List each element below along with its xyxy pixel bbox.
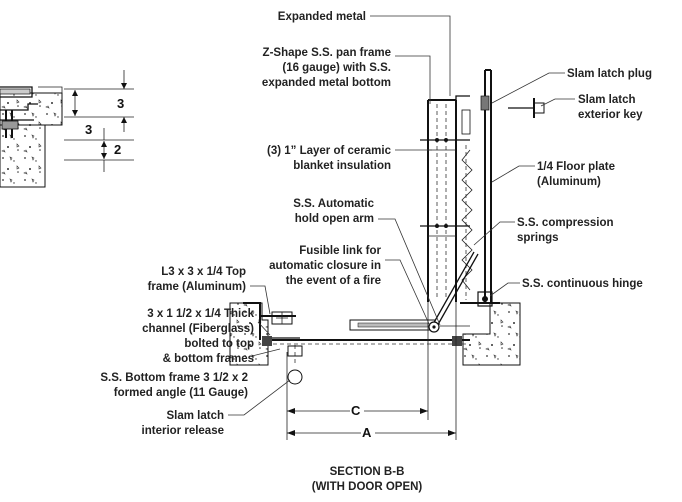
left-detail: [0, 86, 63, 188]
left-concrete: [229, 302, 269, 366]
right-concrete: [462, 302, 521, 366]
caption-line2: (WITH DOOR OPEN): [312, 481, 423, 493]
label-fusible-3: the event of a fire: [286, 275, 381, 287]
label-channel-4: & bottom frames: [163, 353, 254, 365]
interior-bar: [349, 319, 436, 331]
label-expanded-metal: Expanded metal: [278, 11, 366, 23]
caption-line1: SECTION B-B: [330, 466, 405, 478]
slam-latch-key: [508, 98, 545, 118]
label-zpan-3: expanded metal bottom: [262, 77, 391, 89]
label-arm-2: hold open arm: [295, 213, 374, 225]
label-ceramic-2: blanket insulation: [293, 160, 391, 172]
slam-latch-release: [287, 345, 303, 385]
floor-plate: [461, 69, 492, 302]
label-bottomframe-2: formed angle (11 Gauge): [114, 387, 248, 399]
dim-c: C: [351, 403, 361, 418]
label-zpan-2: (16 gauge) with S.S.: [282, 62, 391, 74]
label-slam-plug: Slam latch plug: [567, 68, 652, 80]
label-slam-release-1: Slam latch: [166, 410, 224, 422]
label-floorplate-2: (Aluminum): [537, 176, 601, 188]
label-slam-key-1: Slam latch: [578, 94, 636, 106]
label-floorplate-1: 1/4 Floor plate: [537, 161, 615, 173]
label-slam-release-2: interior release: [142, 425, 224, 437]
label-bottomframe-1: S.S. Bottom frame 3 1/2 x 2: [100, 372, 248, 384]
label-springs-2: springs: [517, 232, 559, 244]
label-zpan-1: Z-Shape S.S. pan frame: [263, 47, 391, 59]
dim-3-top: 3: [117, 96, 124, 111]
label-channel-3: bolted to top: [184, 338, 254, 350]
label-topframe-1: L3 x 3 x 1/4 Top: [161, 266, 246, 278]
top-frame-left: [243, 302, 296, 340]
label-hinge: S.S. continuous hinge: [522, 278, 643, 290]
label-ceramic-1: (3) 1” Layer of ceramic: [267, 145, 392, 157]
hinge: [460, 291, 500, 307]
label-arm-1: S.S. Automatic: [293, 198, 374, 210]
label-topframe-2: frame (Aluminum): [148, 281, 247, 293]
compression-spring: [461, 145, 473, 300]
label-fusible-1: Fusible link for: [299, 245, 381, 257]
hold-open-arm: [428, 251, 479, 333]
leader-lines: [228, 15, 575, 416]
left-dimensions: [64, 70, 134, 172]
label-channel-1: 3 x 1 1/2 x 1/4 Thick: [147, 308, 254, 320]
door-leaf: [420, 95, 470, 302]
dim-3-mid: 3: [85, 122, 92, 137]
dim-a: A: [362, 425, 372, 440]
label-fusible-2: automatic closure in: [269, 260, 381, 272]
pit-bottom: [262, 336, 470, 346]
label-springs-1: S.S. compression: [517, 217, 614, 229]
dim-2: 2: [114, 142, 121, 157]
label-channel-2: channel (Fiberglass): [142, 323, 254, 335]
label-slam-key-2: exterior key: [578, 109, 643, 121]
